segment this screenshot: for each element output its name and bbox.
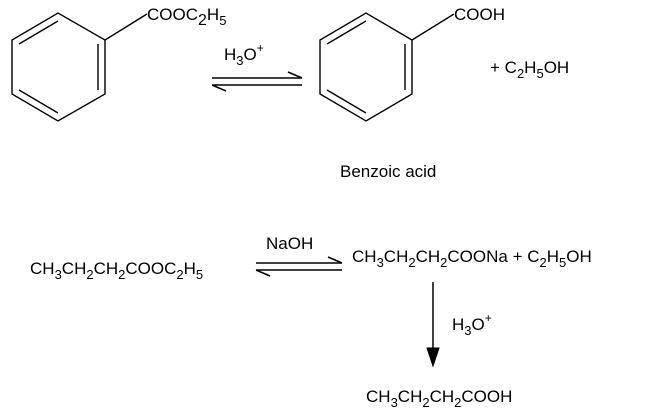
- byproduct-ethanol: + C2H5OH: [490, 58, 569, 81]
- product-sodium-butanoate: CH3CH2CH2COONa + C2H5OH: [352, 247, 592, 270]
- final-product-butanoic-acid: CH3CH2CH2COOH: [366, 387, 512, 410]
- reactant-ethyl-butanoate: CH3CH2CH2COOC2H5: [30, 259, 203, 282]
- reactant-benzene-ring: [11, 12, 148, 122]
- reagent-hydronium: H3O+: [224, 41, 264, 68]
- product-benzene-ring: [319, 12, 455, 122]
- equilibrium-arrow-2: [255, 256, 343, 277]
- acid-bond: [411, 13, 455, 41]
- product-carboxyl-group: COOH: [454, 5, 505, 24]
- down-arrow: [426, 282, 440, 368]
- ester-bond: [104, 13, 148, 41]
- product-name-label: Benzoic acid: [340, 162, 436, 181]
- equilibrium-arrow-1: [211, 71, 303, 92]
- reagent-naoh: NaOH: [266, 234, 313, 253]
- acid-reagent-hydronium: H3O+: [452, 311, 492, 338]
- reactant-ester-group: COOC2H5: [147, 5, 226, 29]
